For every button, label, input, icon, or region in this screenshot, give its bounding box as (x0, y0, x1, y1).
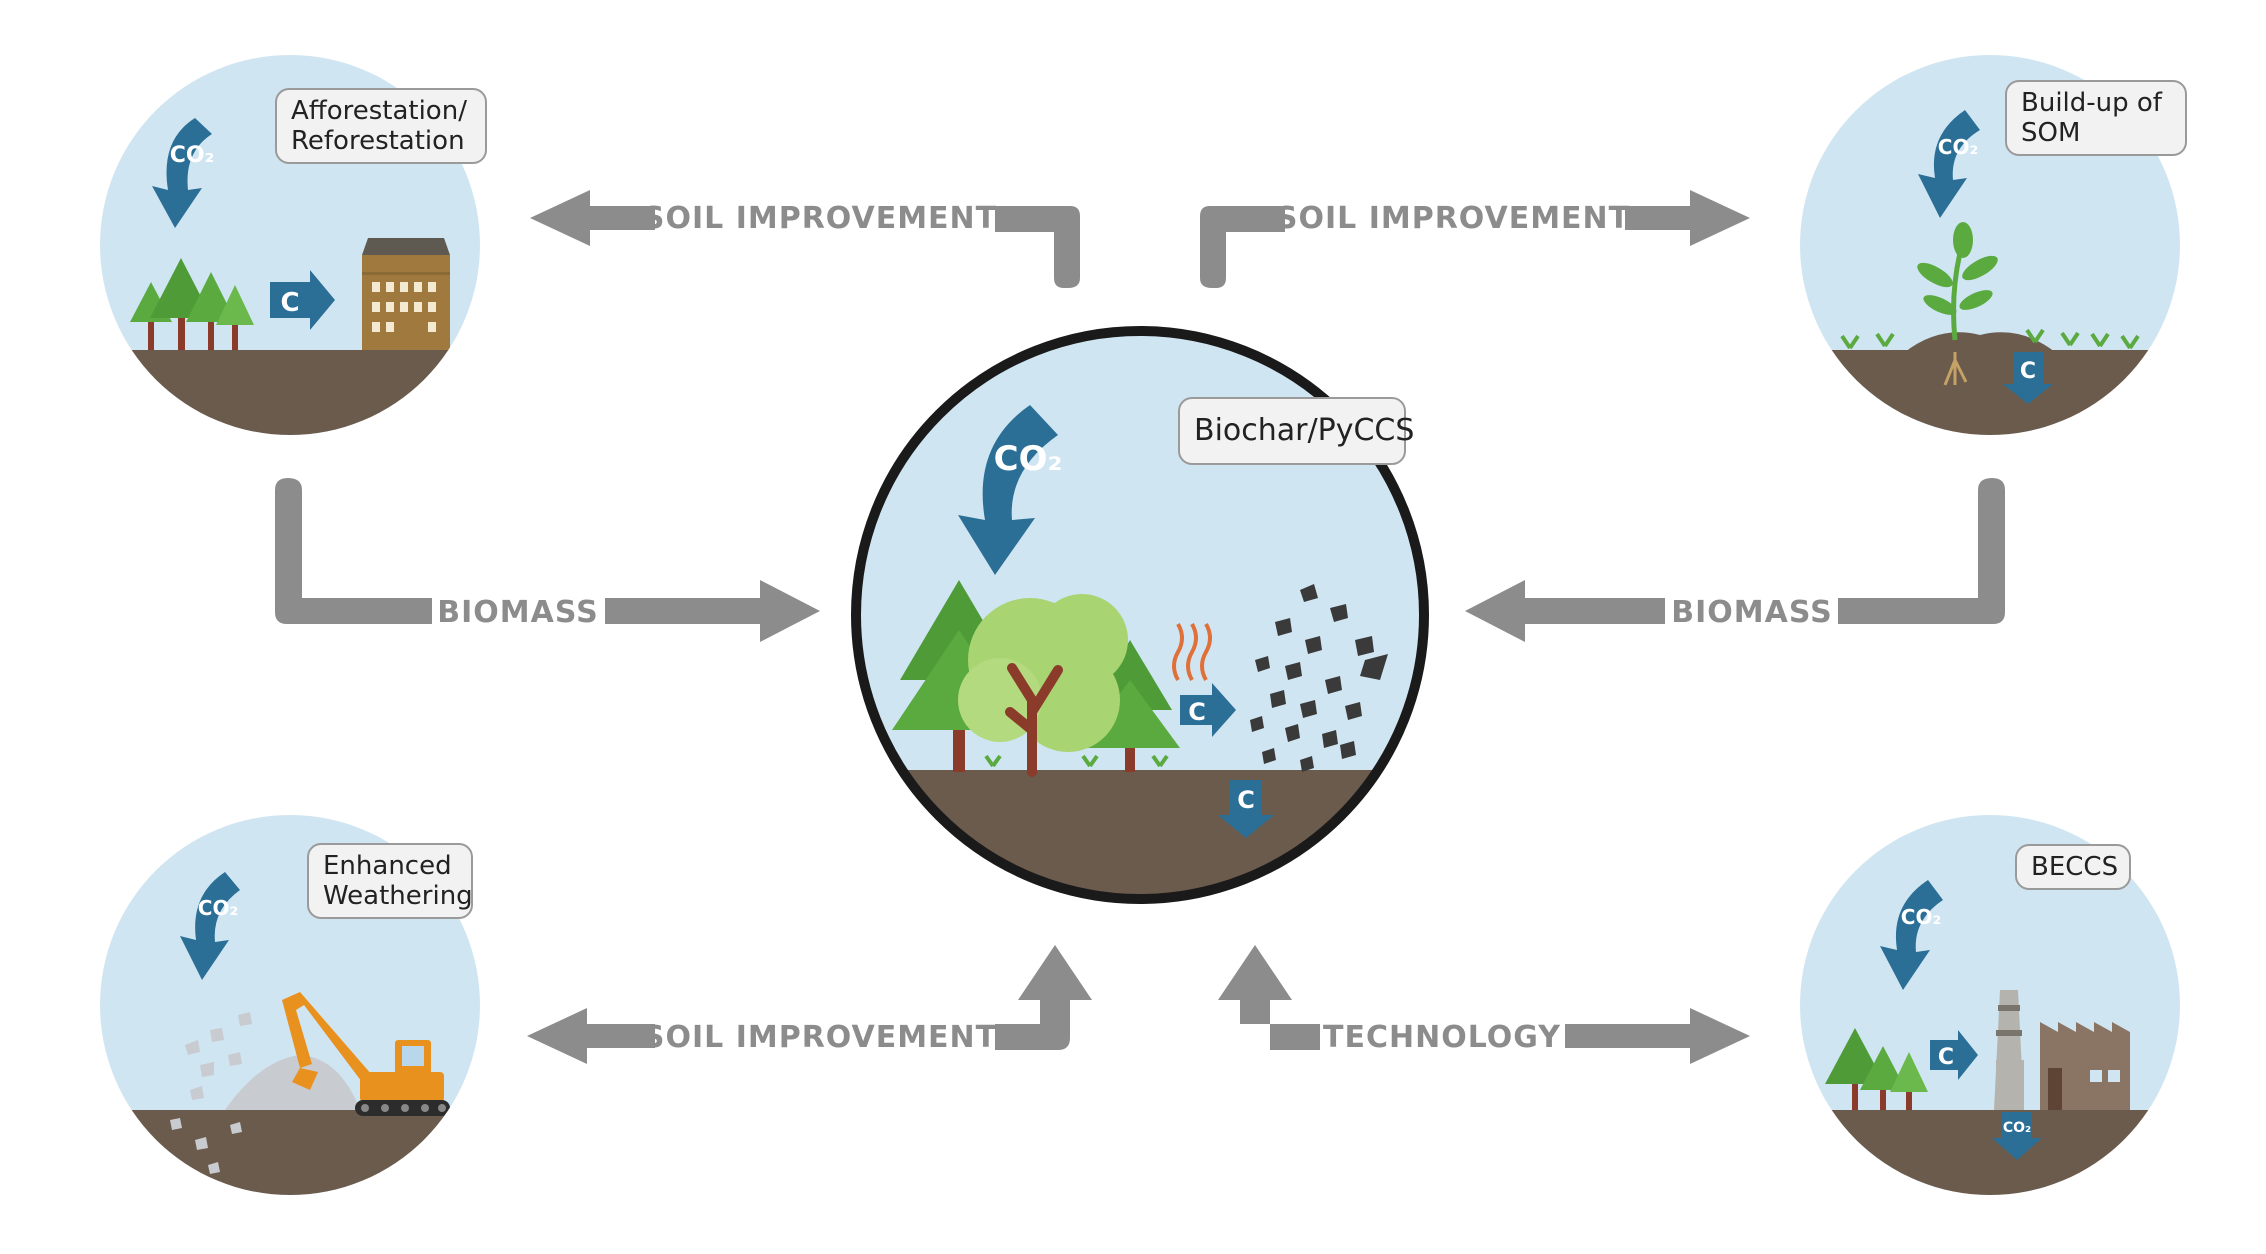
co2-uptake-arrow-icon: CO₂ (958, 405, 1062, 575)
arrow-soil-improvement-bottom-left (527, 945, 1092, 1064)
label-text: Biochar/PyCCS (1194, 413, 1415, 448)
co2-uptake-arrow-icon: CO₂ (180, 872, 240, 980)
co2-uptake-arrow-icon: CO₂ (1880, 880, 1943, 990)
label-line-2: Reforestation (291, 126, 465, 156)
label-line-2: Weathering (323, 881, 473, 911)
carbon-storage-arrow-icon: C (1218, 780, 1274, 838)
node-biochar-pyccs: C (851, 326, 1429, 904)
label-afforestation-reforestation: Afforestation/ Reforestation (275, 88, 487, 164)
seedlings-icon (1840, 328, 2140, 350)
label-biomass-right: BIOMASS (1671, 595, 1832, 630)
label-biomass-left: BIOMASS (437, 595, 598, 630)
svg-text:CO₂: CO₂ (994, 439, 1063, 479)
co2-storage-arrow-icon: CO₂ (1992, 1112, 2042, 1160)
forest-trees-icon (1825, 1028, 1928, 1110)
co2-uptake-arrow-icon: CO₂ (1918, 110, 1980, 218)
label-soil-improvement-top-left: SOIL IMPROVEMENT (643, 201, 997, 236)
arrow-soil-improvement-top-right (1200, 190, 1750, 288)
label-biochar-pyccs: Biochar/PyCCS (1178, 397, 1414, 465)
arrow-biomass-right (1465, 478, 2005, 642)
bioenergy-plant-icon (1994, 990, 2130, 1110)
svg-text:CO₂: CO₂ (198, 896, 238, 920)
co2-uptake-arrow-icon: CO₂ (152, 118, 214, 228)
svg-text:CO₂: CO₂ (170, 143, 214, 168)
label-line-1: Enhanced (323, 851, 452, 881)
label-beccs: BECCS (2015, 844, 2131, 890)
label-text: BECCS (2031, 852, 2119, 882)
label-technology: TECHNOLOGY (1323, 1020, 1561, 1055)
label-line-2: SOM (2021, 118, 2081, 148)
pyrolysis-heat-icon (1172, 623, 1212, 681)
rock-pile-icon (170, 1012, 360, 1174)
arrow-biomass-left (275, 478, 820, 642)
forest-trees-icon (130, 258, 254, 350)
sprouts-icon (984, 754, 1169, 768)
center-ring (851, 326, 1429, 904)
svg-text:C: C (1237, 786, 1255, 814)
timber-building-icon (362, 238, 450, 350)
label-soil-improvement-top-right: SOIL IMPROVEMENT (1276, 201, 1630, 236)
svg-text:C: C (280, 288, 299, 318)
svg-text:C: C (1938, 1045, 1954, 1070)
flow-arrows (275, 190, 2005, 1064)
carbon-transfer-icon: C (1180, 683, 1236, 737)
svg-text:C: C (2020, 359, 2036, 384)
plant-icon (1917, 222, 1998, 386)
flow-labels: SOIL IMPROVEMENT SOIL IMPROVEMENT BIOMAS… (437, 201, 1832, 1055)
svg-text:C: C (1188, 698, 1206, 726)
carbon-transfer-icon: C (270, 270, 335, 330)
label-line-1: Build-up of (2021, 88, 2162, 118)
label-soil-improvement-bottom-left: SOIL IMPROVEMENT (643, 1020, 997, 1055)
arrow-technology (1218, 945, 1750, 1064)
label-line-1: Afforestation/ (291, 96, 467, 126)
svg-text:CO₂: CO₂ (1938, 135, 1978, 159)
carbon-storage-arrow-icon: C (2003, 352, 2053, 404)
arrow-soil-improvement-top-left (530, 190, 1080, 288)
forest-trees-icon (892, 580, 1180, 777)
label-build-up-of-som: Build-up of SOM (2005, 80, 2187, 156)
biochar-pieces-icon (1250, 584, 1388, 772)
label-enhanced-weathering: Enhanced Weathering (307, 843, 473, 919)
svg-text:CO₂: CO₂ (1901, 905, 1941, 929)
carbon-transfer-icon: C (1930, 1030, 1978, 1080)
svg-text:CO₂: CO₂ (2003, 1120, 2031, 1136)
excavator-icon (282, 992, 450, 1116)
